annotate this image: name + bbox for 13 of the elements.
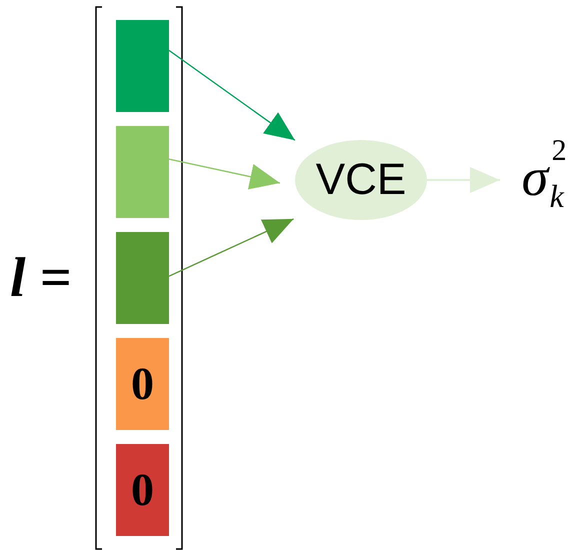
node-text: 0 xyxy=(131,361,154,407)
equation-label: l = xyxy=(10,250,72,306)
vector-element xyxy=(116,20,169,112)
vector-element xyxy=(116,126,169,218)
node-text: 0 xyxy=(131,467,154,513)
arrow xyxy=(427,167,500,193)
vector-element xyxy=(116,232,169,324)
node-text: VCE xyxy=(316,158,406,202)
vector-element xyxy=(116,338,169,430)
vector-element xyxy=(116,444,169,536)
arrow xyxy=(168,218,294,277)
arrow xyxy=(168,50,296,141)
arrow xyxy=(168,158,280,190)
